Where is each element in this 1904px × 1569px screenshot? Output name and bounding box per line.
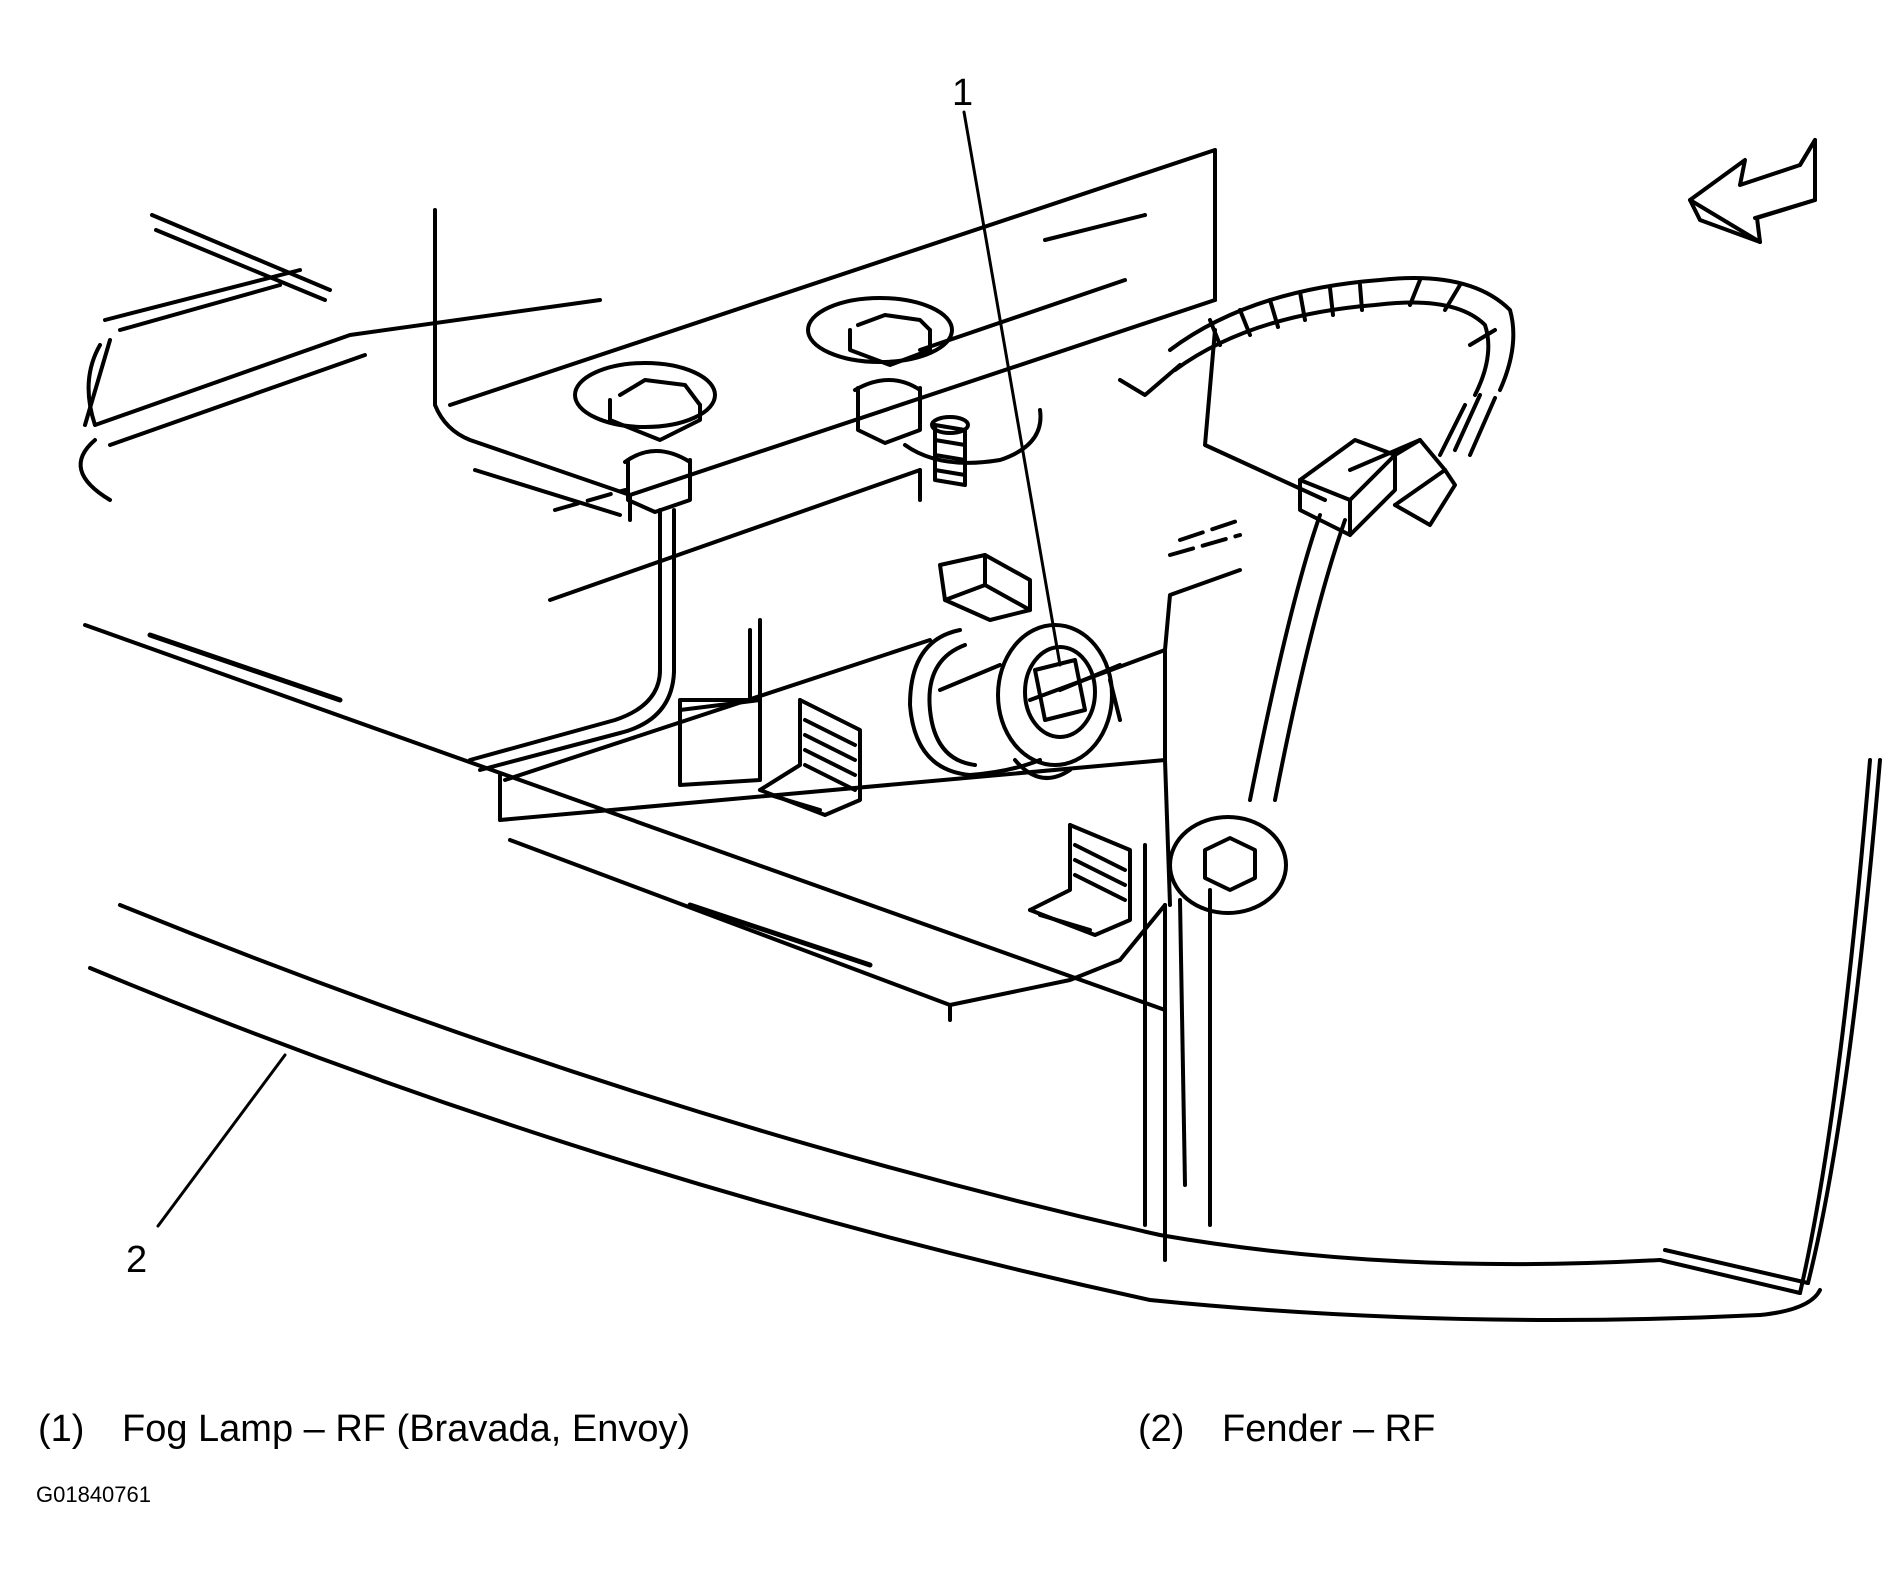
right-tab <box>1028 823 1132 937</box>
right-bolt <box>806 296 1043 465</box>
callout-1: 1 <box>952 72 973 114</box>
legend-text: Fog Lamp – RF (Bravada, Envoy) <box>122 1408 691 1450</box>
harness-connector <box>1203 328 1457 537</box>
housing-detail-strokes <box>147 632 873 968</box>
left-bolt <box>468 361 717 772</box>
leader-line-2 <box>156 1053 287 1228</box>
mounting-bracket <box>433 148 1217 522</box>
fender-outline <box>83 623 1882 1322</box>
figure-id: G01840761 <box>36 1482 151 1507</box>
direction-arrow-icon <box>1688 138 1817 244</box>
wiring-harness <box>1168 276 1516 457</box>
hidden-guide-lines <box>553 488 1242 557</box>
fog-lamp-body <box>908 623 1122 780</box>
legend-number: (1) <box>38 1408 85 1450</box>
lamp-clip <box>938 553 1032 622</box>
callout-2: 2 <box>126 1239 147 1281</box>
left-tab <box>758 698 862 817</box>
legend-item-fog-lamp: (1) Fog Lamp – RF (Bravada, Envoy) <box>38 1406 690 1452</box>
legend-item-fender: (2) Fender – RF <box>1138 1406 1435 1452</box>
adjuster-wrench <box>1168 513 1347 915</box>
leader-line-1 <box>962 110 1062 667</box>
upper-frame-lines <box>78 213 602 502</box>
lower-housing-frame <box>498 638 1212 1262</box>
lamp-housing <box>498 468 1242 907</box>
adjuster-screw <box>930 415 970 487</box>
legend-number: (2) <box>1138 1408 1185 1450</box>
legend-text: Fender – RF <box>1222 1408 1436 1450</box>
leader-lines <box>156 110 1062 1228</box>
